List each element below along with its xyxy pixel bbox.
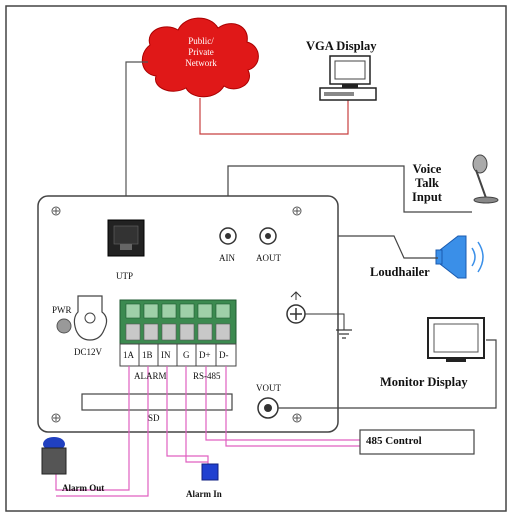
alarm-out-icon [41,437,67,475]
terminal-label-in: IN [161,350,171,360]
terminal-label-dplus: D+ [199,350,211,360]
alarm-out-label: Alarm Out [62,483,105,493]
vout-label: VOUT [256,383,281,393]
terminal-label-1b: 1B [142,350,153,360]
computer-icon [319,55,377,101]
voice-talk-line3: Input [412,190,442,204]
voice-talk-line1: Voice [412,162,442,176]
vout-wire [278,339,497,409]
alarm-in-icon [201,463,219,481]
rs485-group-label: RS-485 [193,371,221,381]
voice-talk-line2: Talk [415,176,439,190]
pwr-label: PWR [52,305,72,315]
network-label-line2: Private [188,47,214,57]
ain-wire [227,165,472,228]
utp-wire [125,61,148,220]
loudhailer-icon [435,235,484,279]
terminal-label-dminus: D- [219,350,229,360]
utp-port-icon [107,219,145,257]
voice-talk-label: Voice Talk Input [408,162,446,204]
control-485-label: 485 Control [366,435,422,447]
utp-label: UTP [116,271,134,281]
network-cloud-icon [141,17,259,98]
alarm-group-label: ALARM [134,371,167,381]
network-label-line1: Public/ [188,36,214,46]
vga-wire [199,98,349,135]
loudhailer-label: Loudhailer [370,265,430,279]
sd-label: SD [148,413,160,423]
outer-frame [5,5,507,512]
network-label-line3: Network [185,58,217,68]
aout-jack-icon [259,227,277,245]
alarm-in-label: Alarm In [186,489,222,499]
pwr-led-icon [56,318,72,334]
aout-label: AOUT [256,253,281,263]
vout-jack-icon [257,397,279,419]
microphone-icon [472,154,499,204]
screw-icon [51,206,302,423]
network-label: Public/ Private Network [178,36,224,69]
sd-slot [81,393,233,411]
control-485-box [359,429,475,455]
monitor-display-label: Monitor Display [380,375,468,389]
dc-jack-icon [73,295,108,341]
terminal-label-g: G [183,350,190,360]
vga-display-label: VGA Display [306,39,377,53]
monitor-icon [427,317,485,362]
dc12v-label: DC12V [74,347,103,357]
terminal-block [119,299,237,345]
ground-icon [286,291,352,339]
terminal-label-1a: 1A [123,350,134,360]
ain-jack-icon [219,227,237,245]
ain-label: AIN [219,253,235,263]
